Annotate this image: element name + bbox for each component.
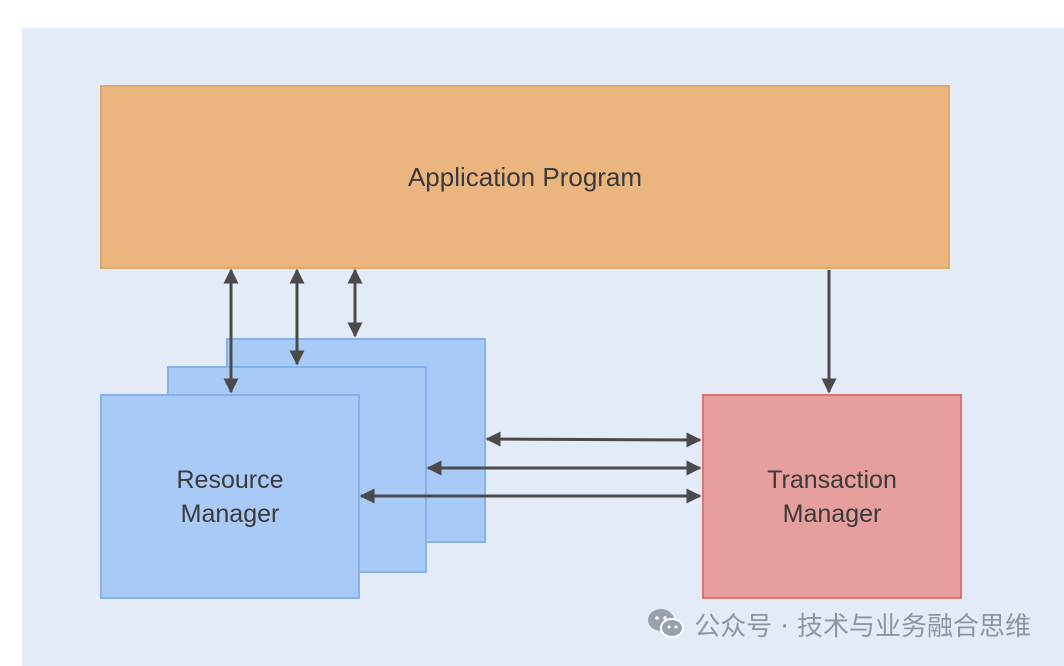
- transaction-manager-label: Transaction Manager: [767, 463, 897, 531]
- transaction-manager-label-line-2: Manager: [782, 499, 882, 528]
- resource-manager-label-line-2: Manager: [180, 499, 280, 528]
- resource-manager-label: Resource Manager: [177, 463, 284, 531]
- wechat-icon: [648, 609, 685, 638]
- transaction-manager-label-line-1: Transaction: [767, 465, 897, 494]
- transaction-manager-box: Transaction Manager: [702, 394, 962, 599]
- watermark-text: 公众号 · 技术与业务融合思维: [694, 611, 1031, 642]
- watermark: 公众号 · 技术与业务融合思维: [646, 606, 1031, 642]
- resource-manager-label-line-1: Resource: [176, 465, 284, 494]
- application-program-box: Application Program: [100, 85, 950, 269]
- resource-manager-box: Resource Manager: [100, 394, 360, 599]
- application-program-label: Application Program: [407, 161, 643, 192]
